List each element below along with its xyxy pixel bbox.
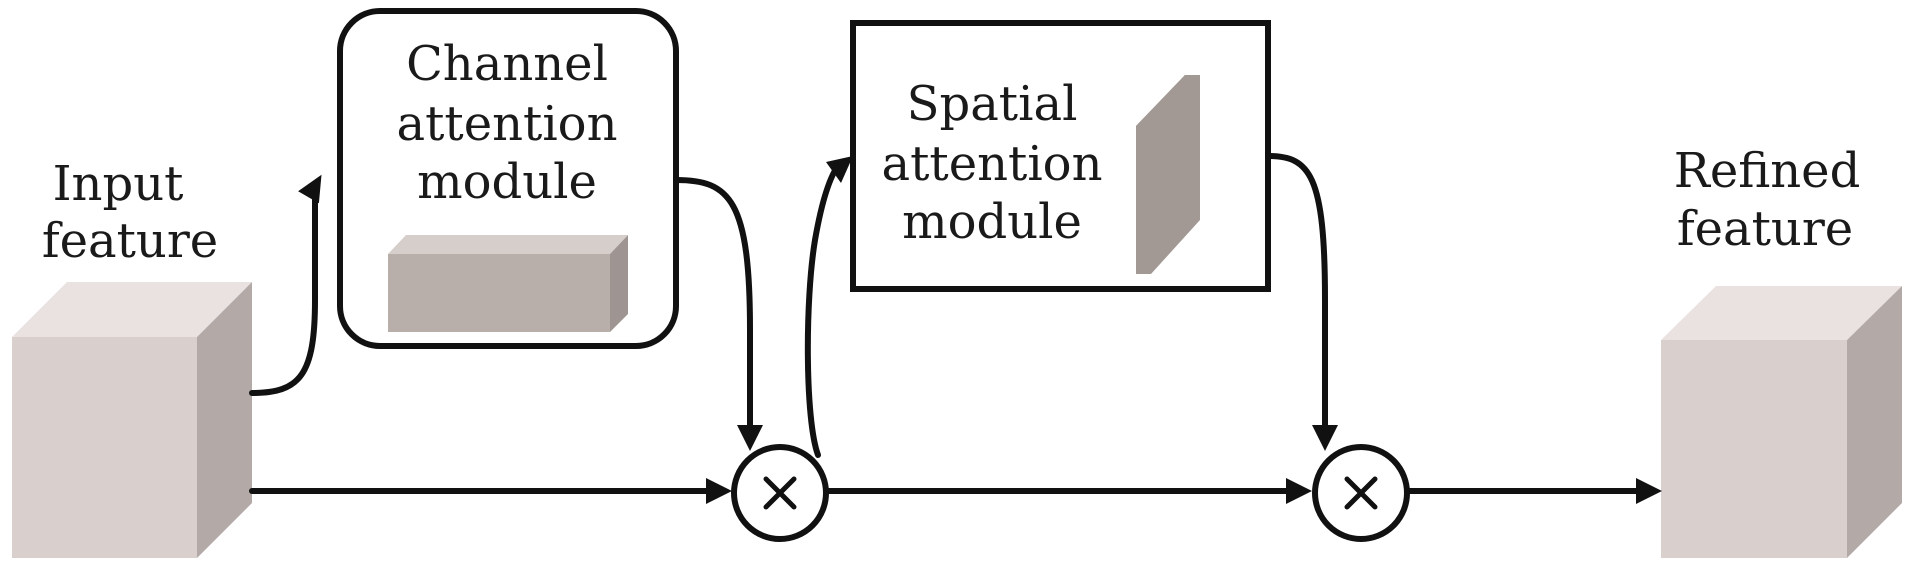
channel-module-label-line-2: attention [397,96,618,152]
refined-cube-top [1661,286,1902,340]
channel-vector-top [388,235,628,254]
channel-vector-front [388,254,610,332]
input-cube-top [12,282,252,337]
arrowhead-into-mult-2-top [1312,425,1338,451]
channel-module-label-line-3: module [417,154,597,210]
arrowhead-into-channel [298,174,322,204]
spatial-module-label-line-2: attention [882,136,1103,192]
multiply-operator-1 [731,444,829,542]
spatial-module-label-line-1: Spatial [907,76,1078,132]
spatial-map-front [1136,75,1200,274]
input-feature-label-line-1: Input [53,156,184,212]
channel-vector-side [610,235,628,332]
input-feature: Input feature [12,156,252,558]
input-cube-side [197,282,252,558]
refined-feature: Refined feature [1661,143,1902,558]
wire-spatial-to-mult-2 [1265,153,1328,433]
refined-cube-front [1661,340,1847,558]
arrowhead-into-mult-2-left [1286,478,1312,504]
channel-attention-module: Channel attention module [337,8,679,349]
wire-input-to-channel [249,189,318,396]
multiply-operator-2-x-stroke-b [1344,476,1378,510]
arrowhead-into-spatial [826,156,853,183]
input-feature-label-line-2: feature [42,213,218,269]
spatial-module-label-line-3: module [902,194,1082,250]
wire-mult-1-to-spatial [804,160,843,458]
refined-feature-label-line-1: Refined [1674,143,1861,199]
wire-channel-to-mult-1 [673,177,753,433]
refined-feature-label-line-2: feature [1677,201,1853,257]
channel-module-label-line-1: Channel [406,36,608,92]
refined-feature-cube [1661,286,1902,558]
spatial-attention-module: Spatial attention module [850,20,1271,292]
spatial-attention-map [1136,75,1200,274]
input-feature-cube [12,282,252,558]
arrowhead-into-mult-1-top [737,425,763,451]
refined-cube-side [1847,286,1902,558]
arrowhead-into-refined [1636,478,1662,504]
arrowhead-into-mult-1-left [706,478,732,504]
input-cube-front [12,337,197,558]
connections [249,153,1662,504]
multiply-operator-2 [1312,444,1410,542]
channel-attention-vector [388,235,628,332]
multiply-operator-1-x-stroke-b [763,476,797,510]
